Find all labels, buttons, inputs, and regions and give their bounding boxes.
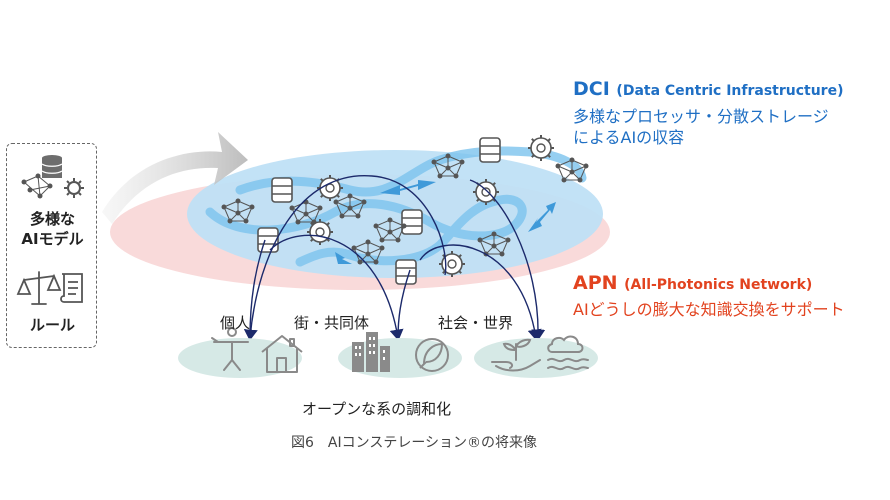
exchange-arrow-icon — [335, 180, 556, 264]
harmony-label: オープンな系の調和化 — [302, 400, 452, 418]
storage-icon — [479, 137, 501, 163]
group-society-label: 社会・世界 — [438, 314, 514, 332]
eco-leaf-icon — [415, 338, 449, 372]
flow-arrow-icon — [102, 132, 248, 224]
ai-model-icon — [21, 155, 84, 199]
person-icon — [211, 327, 249, 371]
dci-subtitle: (Data Centric Infrastructure) — [616, 83, 844, 99]
dci-title: DCI — [573, 78, 610, 100]
storage-icon — [395, 259, 417, 285]
neural-net-icon — [555, 157, 589, 183]
scroll-icon — [60, 273, 83, 303]
house-icon — [261, 335, 303, 373]
neural-net-icon — [351, 239, 385, 265]
gear-icon — [64, 178, 84, 198]
cloud-wave-icon — [547, 335, 589, 371]
buildings-icon — [352, 332, 390, 372]
plant-hand-icon — [491, 338, 541, 372]
gear-icon — [528, 135, 554, 161]
storage-icon — [271, 177, 293, 203]
group-town-label: 街・共同体 — [294, 314, 370, 332]
dci-description-line1: 多様なプロセッサ・分散ストレージ — [573, 107, 829, 126]
rules-label: ルール — [29, 316, 75, 334]
left-panel: 多様な AIモデル ルール — [6, 143, 97, 348]
storage-icon — [257, 227, 279, 253]
dci-description-line2: によるAIの収容 — [573, 128, 685, 147]
apn-subtitle: (All-Photonics Network) — [624, 277, 813, 293]
ai-model-label-line1: 多様な — [29, 210, 75, 228]
gear-icon — [307, 219, 333, 245]
neural-net-icon — [333, 193, 367, 219]
group-individual-label: 個人 — [220, 314, 251, 332]
gear-icon — [439, 251, 465, 277]
apn-title: APN — [573, 272, 618, 294]
apn-heading: APN (All-Photonics Network) — [573, 272, 812, 294]
storage-icon — [401, 209, 423, 235]
figure-caption: 図6 AIコンステレーション®の将来像 — [291, 435, 538, 451]
neural-net-icon — [431, 153, 465, 179]
dci-heading: DCI (Data Centric Infrastructure) — [573, 78, 843, 100]
neural-net-icon — [373, 217, 407, 243]
ground-individual — [178, 338, 302, 378]
neural-net-icon — [221, 198, 255, 224]
apn-description: AIどうしの膨大な知識交換をサポート — [573, 300, 845, 319]
scales-icon — [16, 271, 62, 305]
apn-links — [243, 175, 546, 341]
ai-model-label-line2: AIモデル — [21, 230, 84, 248]
